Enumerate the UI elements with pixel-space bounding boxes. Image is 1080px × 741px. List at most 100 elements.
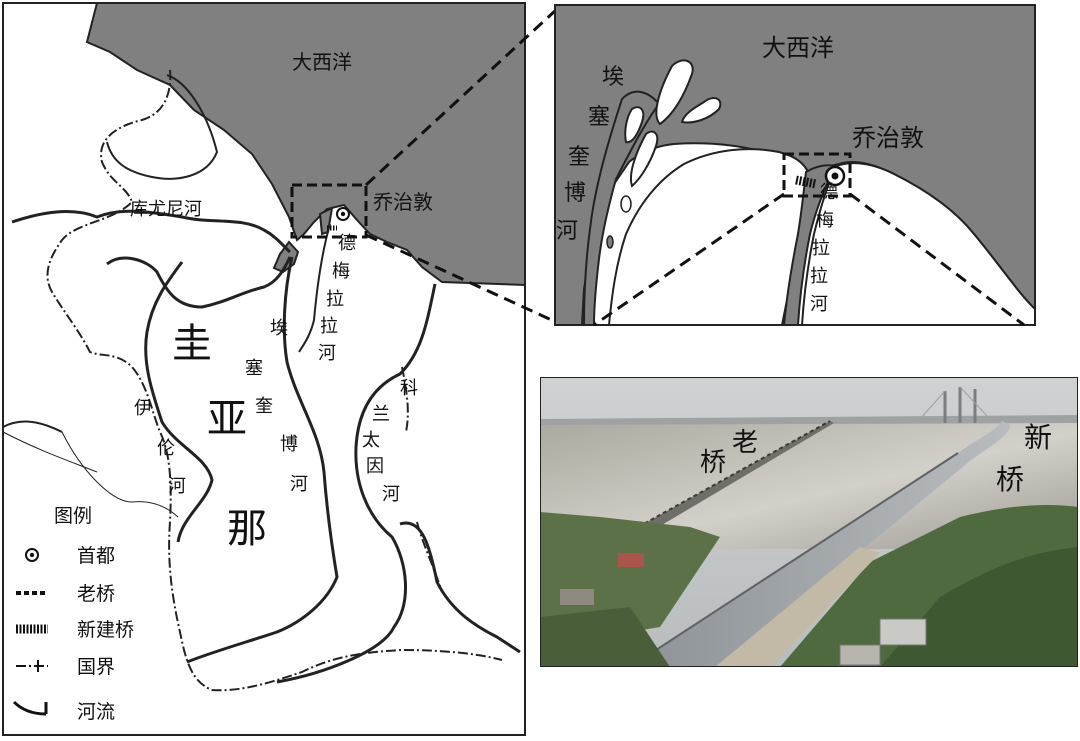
photo-road: [715, 547, 880, 667]
inset-map-svg: 大西洋 乔治敦 埃 塞 奎 博 河 德 梅 拉 拉 河: [554, 4, 1036, 326]
inset-demerara-char-2: 梅: [816, 210, 834, 231]
photo-building-2: [839, 644, 881, 666]
capital-symbol-dot: [340, 211, 346, 217]
main-map-svg: 大西洋 乔治敦 库尤尼河 圭 亚 那 埃 塞 奎 博 河 德 梅 拉 拉 河 科…: [2, 2, 526, 736]
courantyne-char-4: 因: [366, 456, 384, 477]
river-legend-icon: [12, 700, 48, 716]
inset-demerara-char-5: 河: [810, 294, 828, 315]
inset-capital-label: 乔治敦: [852, 124, 924, 152]
legend-item-new-bridge: 新建桥: [16, 619, 134, 641]
inset-island-3: [624, 106, 645, 144]
country-char-2: 亚: [207, 396, 247, 442]
inset-speck-2: [606, 235, 614, 249]
legend-title: 图例: [54, 505, 92, 527]
inset-essequibo-delta: [582, 90, 661, 326]
country-char-1: 圭: [172, 321, 212, 367]
ireng-char-2: 伦: [157, 438, 175, 459]
legend-item-river: 河流: [12, 700, 115, 723]
legend-river-label: 河流: [77, 701, 115, 723]
photo-old-bridge-char-1: 桥: [700, 448, 726, 478]
mazaruni-river: [106, 256, 292, 309]
photo-frame: [540, 377, 1078, 667]
photo-old-bridge-char-2: 老: [732, 428, 758, 458]
essequibo-char-1: 埃: [270, 318, 288, 339]
essequibo-char-5: 河: [290, 474, 308, 495]
old-bridge: [620, 421, 834, 545]
inset-detail-box: [782, 152, 852, 198]
inset-capital-symbol-dot: [831, 172, 839, 180]
border-tick-ne: [416, 521, 443, 593]
inset-map: 大西洋 乔治敦 埃 塞 奎 博 河 德 梅 拉 拉 河: [554, 4, 1036, 326]
inset-island-4: [630, 130, 659, 188]
inset-demerara-char-1: 德: [820, 182, 838, 203]
old-bridge-pontoons: [619, 420, 831, 538]
essequibo-char-2: 塞: [245, 358, 263, 379]
eastern-tributary: [399, 521, 521, 654]
photo-right-trees: [880, 547, 1078, 667]
inset-zoom-right: [849, 192, 1025, 326]
courantyne-char-2: 兰: [372, 404, 390, 425]
ireng-char-3: 河: [168, 476, 186, 497]
essequibo-char-4: 博: [280, 434, 298, 455]
capital-label: 乔治敦: [373, 190, 433, 214]
main-map: 大西洋 乔治敦 库尤尼河 圭 亚 那 埃 塞 奎 博 河 德 梅 拉 拉 河 科…: [2, 2, 526, 736]
bridge-photo-svg: 桥 老 新 桥: [540, 377, 1078, 667]
inset-island-2: [680, 97, 722, 124]
essequibo-river: [186, 256, 339, 664]
photo-new-bridge-char-2: 桥: [996, 463, 1024, 496]
photo-left-trees: [540, 607, 670, 667]
cuyuni-river: [11, 209, 291, 254]
inset-island-1: [655, 59, 694, 126]
inset-speck-1: [620, 195, 632, 213]
courantyne-river: [276, 283, 437, 684]
demerara-river: [298, 223, 331, 353]
connector-top: [364, 8, 558, 187]
ocean-label: 大西洋: [292, 50, 352, 74]
photo-building-4: [560, 589, 594, 605]
inset-essequibo-char-2: 塞: [588, 105, 610, 130]
southwest-line: [2, 431, 98, 473]
inset-zoom-left: [593, 192, 785, 326]
legend-item-border: 国界: [16, 656, 115, 678]
demerara-char-2: 梅: [332, 261, 350, 282]
inset-demerara-char-3: 拉: [812, 238, 830, 259]
courantyne-char-1: 科: [400, 378, 418, 399]
legend-item-capital: 首都: [25, 545, 115, 567]
courantyne-char-3: 太: [362, 430, 380, 451]
legend-border-label: 国界: [77, 656, 115, 678]
detail-box: [290, 183, 368, 239]
legend-new-bridge-label: 新建桥: [77, 619, 134, 641]
inset-essequibo-char-3: 奎: [568, 145, 590, 170]
legend-old-bridge-label: 老桥: [77, 583, 115, 605]
demerara-char-1: 德: [338, 233, 356, 254]
new-bridge-edge: [629, 452, 959, 667]
inset-essequibo-char-1: 埃: [602, 65, 624, 90]
ireng-char-1: 伊: [134, 398, 152, 419]
bridge-photo: 桥 老 新 桥: [540, 377, 1078, 667]
inset-essequibo-char-4: 博: [564, 181, 586, 206]
ocean-edge-tributary: [2, 420, 63, 433]
legend-item-old-bridge: 老桥: [16, 583, 115, 605]
inset-demerara-char-4: 拉: [810, 266, 828, 287]
national-border: [46, 69, 503, 692]
country-char-3: 那: [227, 506, 267, 552]
inset-ocean-label: 大西洋: [762, 34, 834, 62]
cuyuni-label: 库尤尼河: [130, 199, 202, 220]
capital-legend-icon-dot: [29, 552, 35, 558]
photo-new-bridge-char-1: 新: [1024, 421, 1052, 454]
demerara-char-3: 拉: [326, 289, 344, 310]
essequibo-char-3: 奎: [255, 396, 273, 417]
demerara-char-4: 拉: [320, 316, 338, 337]
border-east: [401, 366, 409, 433]
ireng-river: [144, 261, 214, 543]
photo-building-1: [879, 618, 927, 646]
legend-capital-label: 首都: [77, 545, 115, 567]
atlantic-ocean: [85, 2, 526, 287]
demerara-char-5: 河: [318, 343, 336, 364]
legend: 图例 首都 老桥 新建桥 国界 河流: [12, 505, 134, 723]
courantyne-char-5: 河: [382, 484, 400, 505]
photo-building-3: [618, 553, 644, 567]
western-thin-line: [61, 431, 179, 518]
new-bridge-towers: [919, 386, 991, 423]
